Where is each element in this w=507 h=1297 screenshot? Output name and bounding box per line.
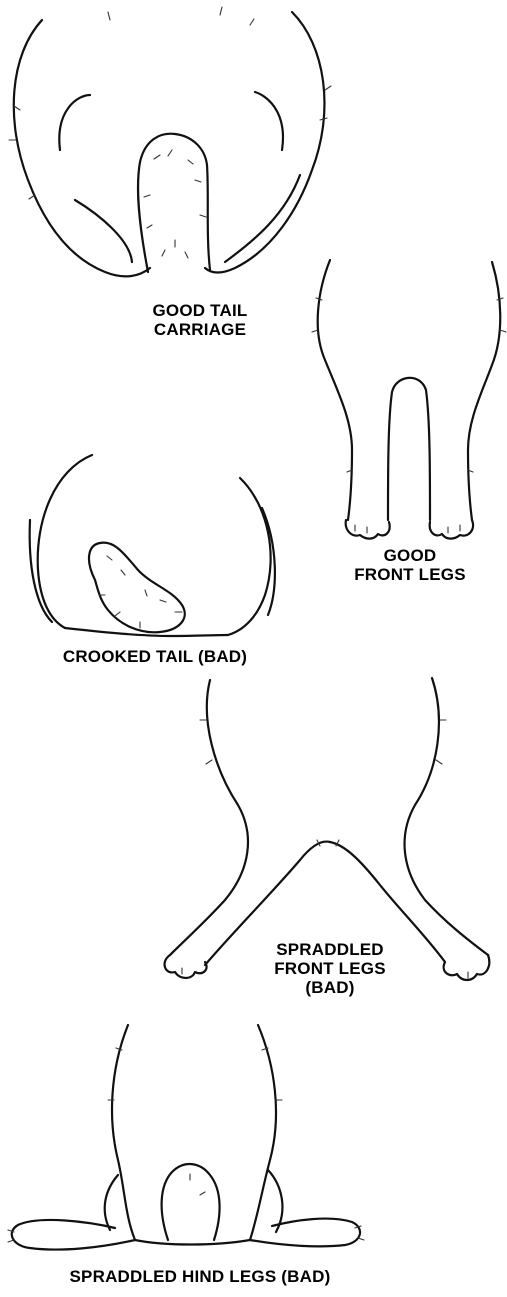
rump-outline-right xyxy=(205,12,324,273)
spraddled-hind-legs-drawing xyxy=(8,1025,364,1250)
tail-fur xyxy=(144,150,206,258)
caption-line: FRONT LEGS xyxy=(330,565,490,584)
good-tail-carriage-drawing xyxy=(9,7,331,276)
leg-fur xyxy=(312,298,506,533)
chest-left xyxy=(318,260,352,520)
crooked-tail-drawing xyxy=(30,455,275,636)
haunch-right xyxy=(255,92,283,150)
crooked-tail xyxy=(89,543,185,633)
caption-line: GOOD xyxy=(330,546,490,565)
base-line xyxy=(135,1240,250,1245)
body-left xyxy=(112,1025,135,1240)
hind-fur xyxy=(8,1048,364,1242)
rump-outline-right xyxy=(228,478,271,635)
caption-line: GOOD TAIL xyxy=(95,301,305,320)
inner-legs xyxy=(388,378,430,520)
tail xyxy=(138,134,210,272)
rump-outline-left xyxy=(38,455,92,628)
haunch-right xyxy=(268,1170,282,1232)
caption-good-tail-carriage: GOOD TAIL CARRIAGE xyxy=(95,301,305,339)
hind-leg-right xyxy=(250,1219,360,1247)
caption-crooked-tail: CROOKED TAIL (BAD) xyxy=(20,647,290,666)
rump-fur xyxy=(9,7,331,199)
hind-leg-left xyxy=(12,1220,135,1250)
caption-line: CROOKED TAIL (BAD) xyxy=(20,647,290,666)
body-right xyxy=(250,1025,276,1240)
good-front-legs-drawing xyxy=(312,260,506,539)
caption-spraddled-front-legs: SPRADDLED FRONT LEGS (BAD) xyxy=(250,940,410,997)
caption-line: (BAD) xyxy=(250,978,410,997)
haunch-left xyxy=(105,1175,118,1230)
left-side xyxy=(170,680,248,955)
paw-left xyxy=(165,955,207,978)
haunch-left xyxy=(59,95,90,150)
chest-right xyxy=(468,262,500,520)
thigh-left xyxy=(75,200,132,262)
caption-spraddled-hind-legs: SPRADDLED HIND LEGS (BAD) xyxy=(40,1267,360,1286)
caption-line: CARRIAGE xyxy=(95,320,305,339)
caption-line: SPRADDLED xyxy=(250,940,410,959)
haunch-left xyxy=(30,520,52,622)
rump-outline xyxy=(14,20,150,276)
tail xyxy=(162,1164,220,1240)
caption-line: SPRADDLED HIND LEGS (BAD) xyxy=(40,1267,360,1286)
paw-right xyxy=(444,955,490,980)
caption-line: FRONT LEGS xyxy=(250,959,410,978)
paw-right xyxy=(430,520,473,539)
spraddled-front-legs-drawing xyxy=(165,678,490,980)
paw-left xyxy=(346,520,390,539)
caption-good-front-legs: GOOD FRONT LEGS xyxy=(330,546,490,584)
